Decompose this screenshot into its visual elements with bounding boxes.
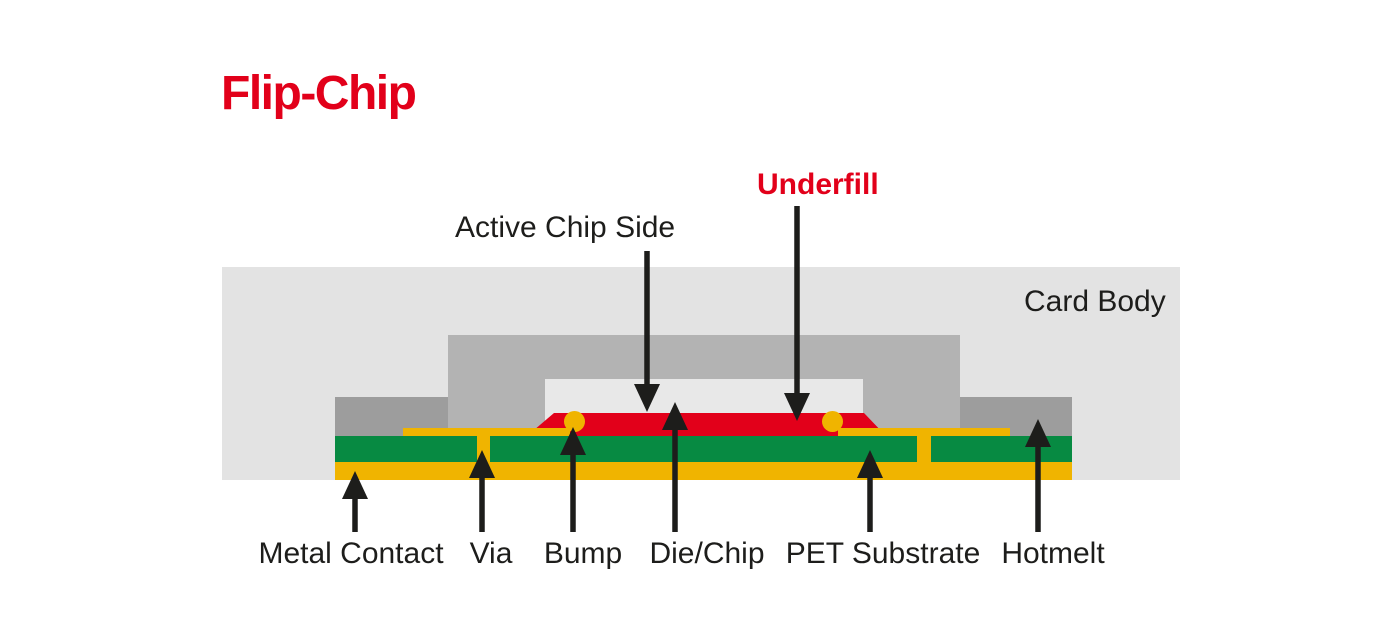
via-left [477,428,490,468]
via-right [917,428,931,468]
bump-right [822,411,843,432]
hotmelt-label: Hotmelt [1001,537,1105,570]
metal-contact-layer [335,462,1072,480]
die-chip-label: Die/Chip [649,537,765,570]
page-title: Flip-Chip [221,67,417,120]
card-body-label: Card Body [1024,285,1166,318]
via-label: Via [469,537,513,570]
metal-contact-label: Metal Contact [258,537,444,570]
pet-substrate-layer [335,436,1072,462]
bump-label: Bump [543,537,623,570]
metal-contact-arrow [342,471,368,532]
underfill-label: Underfill [757,168,879,201]
active-chip-side-label: Active Chip Side [455,211,676,244]
pet-substrate-label: PET Substrate [785,537,981,570]
bump-left [564,411,585,432]
